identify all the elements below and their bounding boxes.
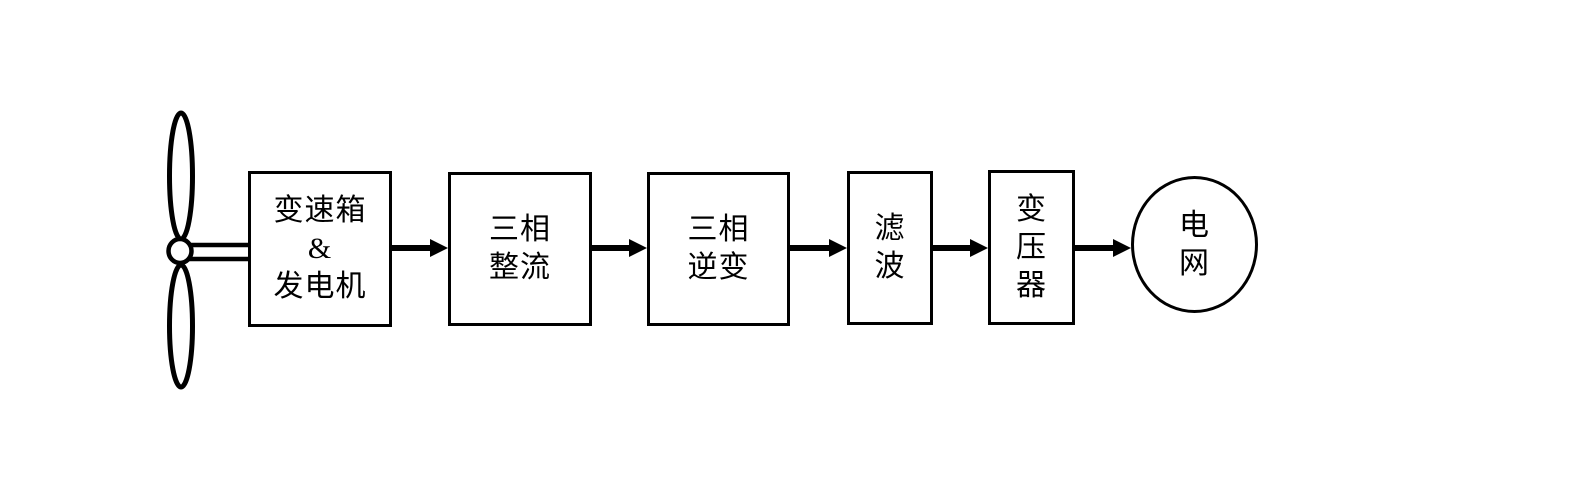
- node-three-phase-rectifier: 三相 整流: [448, 172, 592, 326]
- flow-arrow-inverter-to-filter: [790, 239, 847, 257]
- node-power-grid-label: 电 网: [1179, 208, 1210, 280]
- node-filter-label: 滤 波: [874, 212, 906, 283]
- turbine-blade-bottom: [167, 262, 195, 390]
- node-gearbox-generator-label: 变速箱 & 发电机: [273, 194, 367, 303]
- flow-arrow-filter-to-transformer: [933, 239, 988, 257]
- node-three-phase-rectifier-label: 三相 整流: [489, 213, 551, 284]
- node-gearbox-generator: 变速箱 & 发电机: [248, 171, 392, 327]
- node-power-grid: 电 网: [1131, 176, 1258, 313]
- node-transformer-label: 变 压 器: [1016, 192, 1047, 302]
- node-three-phase-inverter-label: 三相 逆变: [687, 213, 750, 284]
- node-transformer: 变 压 器: [988, 170, 1075, 325]
- node-three-phase-inverter: 三相 逆变: [647, 172, 790, 326]
- flow-arrow-rectifier-to-inverter: [592, 239, 647, 257]
- turbine-blade-top: [167, 110, 195, 242]
- node-filter: 滤 波: [847, 171, 933, 325]
- flow-arrow-gearbox-to-rectifier: [392, 239, 448, 257]
- flow-arrow-transformer-to-grid: [1075, 239, 1131, 257]
- wind-turbine-icon: [166, 110, 250, 390]
- turbine-hub: [166, 236, 194, 266]
